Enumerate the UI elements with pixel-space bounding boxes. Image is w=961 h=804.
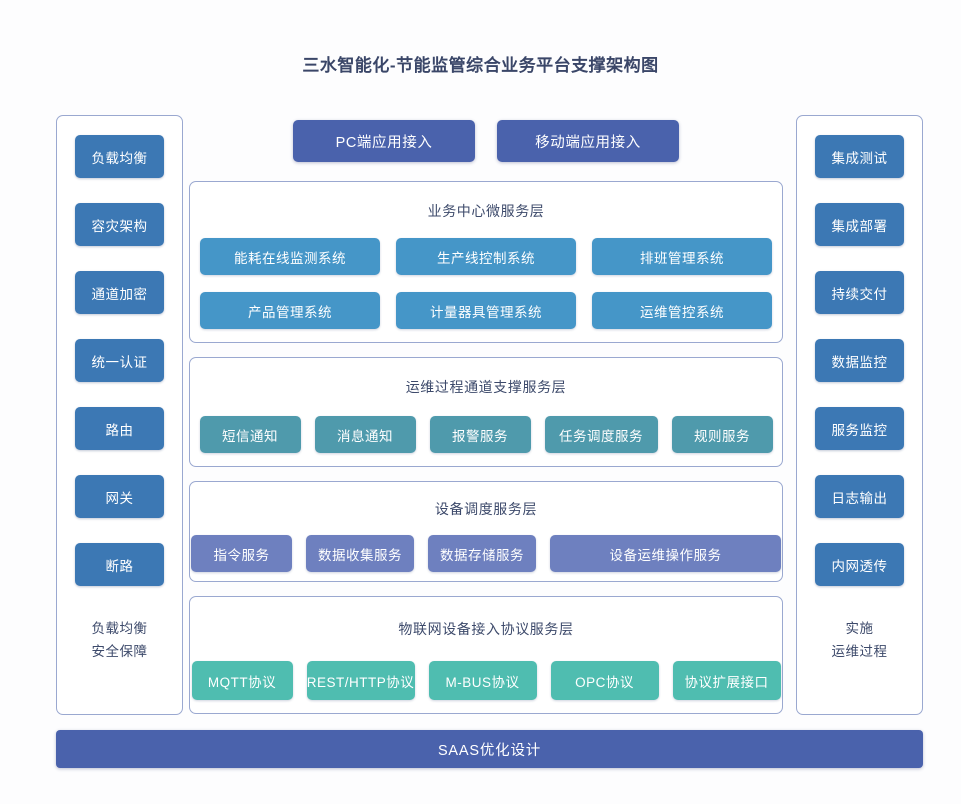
left-capability-column: 负载均衡 容灾架构 通道加密 统一认证 路由 网关 断路 负载均衡 安全保障 bbox=[56, 115, 183, 715]
node-device-ops-operation-service[interactable]: 设备运维操作服务 bbox=[550, 535, 781, 572]
node-protocol-extension-interface[interactable]: 协议扩展接口 bbox=[672, 661, 781, 700]
node-alarm-service[interactable]: 报警服务 bbox=[429, 416, 531, 453]
node-sms-notification[interactable]: 短信通知 bbox=[199, 416, 301, 453]
application-access-row: PC端应用接入 移动端应用接入 bbox=[189, 120, 783, 162]
layer-business-microservice: 业务中心微服务层 能耗在线监测系统 生产线控制系统 排班管理系统 产品管理系统 … bbox=[189, 181, 783, 343]
page-title: 三水智能化-节能监管综合业务平台支撑架构图 bbox=[302, 56, 659, 75]
access-pc-client[interactable]: PC端应用接入 bbox=[293, 120, 475, 162]
layer-ops-channel-support: 运维过程通道支撑服务层 短信通知 消息通知 报警服务 任务调度服务 规则服务 bbox=[189, 357, 783, 467]
right-capability-column: 集成测试 集成部署 持续交付 数据监控 服务监控 日志输出 内网透传 实施 运维… bbox=[796, 115, 923, 715]
node-product-management-system[interactable]: 产品管理系统 bbox=[200, 292, 380, 329]
node-mbus-protocol[interactable]: M-BUS协议 bbox=[428, 661, 537, 700]
left-item-dr-architecture[interactable]: 容灾架构 bbox=[75, 203, 164, 246]
left-footer-line-2: 安全保障 bbox=[91, 644, 148, 659]
right-footer-line-2: 运维过程 bbox=[831, 644, 888, 659]
node-data-storage-service[interactable]: 数据存储服务 bbox=[428, 535, 536, 572]
left-item-unified-auth[interactable]: 统一认证 bbox=[75, 339, 164, 382]
layer-business-row-2: 产品管理系统 计量器具管理系统 运维管控系统 bbox=[190, 292, 782, 329]
node-message-notification[interactable]: 消息通知 bbox=[314, 416, 416, 453]
layer-iot-protocol-access: 物联网设备接入协议服务层 MQTT协议 REST/HTTP协议 M-BUS协议 … bbox=[189, 596, 783, 714]
node-mqtt-protocol[interactable]: MQTT协议 bbox=[191, 661, 293, 700]
layer-business-row-1: 能耗在线监测系统 生产线控制系统 排班管理系统 bbox=[190, 238, 782, 275]
right-item-log-output[interactable]: 日志输出 bbox=[815, 475, 904, 518]
layer-protocol-row-1: MQTT协议 REST/HTTP协议 M-BUS协议 OPC协议 协议扩展接口 bbox=[190, 661, 782, 700]
layer-ops-row-1: 短信通知 消息通知 报警服务 任务调度服务 规则服务 bbox=[190, 416, 782, 453]
layer-protocol-title: 物联网设备接入协议服务层 bbox=[398, 621, 574, 637]
layer-device-title: 设备调度服务层 bbox=[434, 501, 538, 517]
left-footer-line-1: 负载均衡 bbox=[91, 621, 148, 636]
right-item-data-monitoring[interactable]: 数据监控 bbox=[815, 339, 904, 382]
access-mobile-client[interactable]: 移动端应用接入 bbox=[497, 120, 679, 162]
node-production-line-control-system[interactable]: 生产线控制系统 bbox=[396, 238, 576, 275]
node-ops-control-system[interactable]: 运维管控系统 bbox=[592, 292, 772, 329]
right-footer-line-1: 实施 bbox=[845, 621, 874, 636]
node-energy-monitoring-system[interactable]: 能耗在线监测系统 bbox=[200, 238, 380, 275]
left-column-footer: 负载均衡 安全保障 bbox=[92, 617, 148, 663]
right-column-footer: 实施 运维过程 bbox=[832, 617, 888, 663]
node-rule-service[interactable]: 规则服务 bbox=[671, 416, 773, 453]
right-item-integration-deploy[interactable]: 集成部署 bbox=[815, 203, 904, 246]
left-item-circuit-breaker[interactable]: 断路 bbox=[75, 543, 164, 586]
node-rest-http-protocol[interactable]: REST/HTTP协议 bbox=[306, 661, 415, 700]
layer-device-scheduling: 设备调度服务层 指令服务 数据收集服务 数据存储服务 设备运维操作服务 bbox=[189, 481, 783, 582]
right-item-intranet-passthrough[interactable]: 内网透传 bbox=[815, 543, 904, 586]
node-task-scheduling-service[interactable]: 任务调度服务 bbox=[544, 416, 658, 453]
layer-business-title: 业务中心微服务层 bbox=[427, 203, 545, 219]
right-item-integration-test[interactable]: 集成测试 bbox=[815, 135, 904, 178]
node-metering-device-management-system[interactable]: 计量器具管理系统 bbox=[396, 292, 576, 329]
right-item-service-monitoring[interactable]: 服务监控 bbox=[815, 407, 904, 450]
node-opc-protocol[interactable]: OPC协议 bbox=[550, 661, 659, 700]
left-item-load-balance[interactable]: 负载均衡 bbox=[75, 135, 164, 178]
left-item-channel-encryption[interactable]: 通道加密 bbox=[75, 271, 164, 314]
node-data-collection-service[interactable]: 数据收集服务 bbox=[306, 535, 414, 572]
left-item-gateway[interactable]: 网关 bbox=[75, 475, 164, 518]
node-shift-management-system[interactable]: 排班管理系统 bbox=[592, 238, 772, 275]
left-item-routing[interactable]: 路由 bbox=[75, 407, 164, 450]
layer-device-row-1: 指令服务 数据收集服务 数据存储服务 设备运维操作服务 bbox=[190, 535, 782, 572]
saas-optimization-bar[interactable]: SAAS优化设计 bbox=[56, 730, 923, 768]
node-command-service[interactable]: 指令服务 bbox=[191, 535, 292, 572]
layer-ops-title: 运维过程通道支撑服务层 bbox=[405, 379, 567, 395]
right-item-continuous-delivery[interactable]: 持续交付 bbox=[815, 271, 904, 314]
